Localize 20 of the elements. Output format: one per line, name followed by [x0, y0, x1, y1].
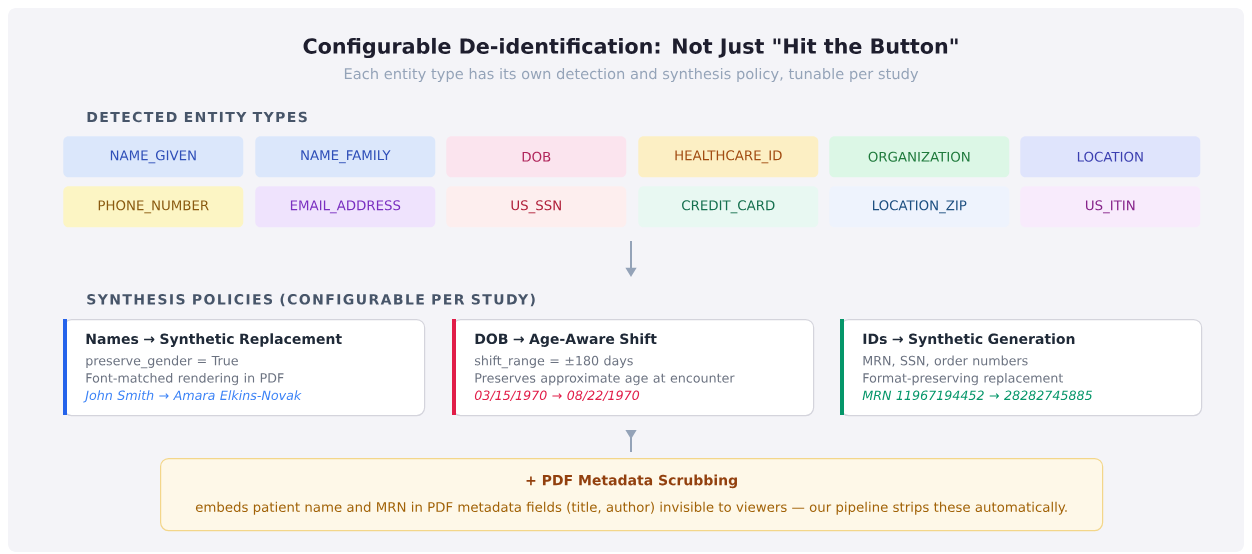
entity-box: US_SSN [446, 186, 627, 228]
entity-box: US_ITIN [1020, 186, 1201, 228]
entity-box: ORGANIZATION [829, 136, 1010, 178]
entity-box: HEALTHCARE_ID [638, 136, 819, 178]
title: Configurable De-identification: Not Just "Hit the Button" [303, 37, 958, 59]
entity-box: CREDIT_CARD [638, 186, 819, 228]
policy-card: IDs → Synthetic Generation MRN, SSN, order numbers Format-preserving replacement MRN 11967194452 → 28282745885 [840, 319, 1203, 417]
policy-card: DOB → Age-Aware Shift shift_range = ±180 days Preserves approximate age at encounter 03/15/1970 → 08/22/1970 [452, 319, 815, 417]
entity-box: NAME_FAMILY [255, 136, 436, 178]
entity-box: NAME_GIVEN [63, 136, 244, 178]
entity-box: DOB [446, 136, 627, 178]
note-box: + PDF Metadata Scrubbing embeds patient name and MRN in PDF metadata fields (title, author) invisible to viewers — our pipeline strips these automatically. [160, 458, 1104, 532]
entity-box: LOCATION [1020, 136, 1201, 178]
entity-box: LOCATION_ZIP [829, 186, 1010, 228]
section-heading: DETECTED ENTITY TYPES [87, 111, 307, 123]
policy-card: Names → Synthetic Replacement preserve_gender = True Font-matched rendering in PDF John Smith → Amara Elkins-Novak [63, 319, 426, 417]
entity-box: PHONE_NUMBER [63, 186, 244, 228]
subtitle: Each entity type has its own detection and synthesis policy, tunable per study [344, 67, 919, 83]
section-heading: SYNTHESIS POLICIES (CONFIGURABLE PER STUDY) [87, 293, 535, 307]
entity-box: EMAIL_ADDRESS [255, 186, 436, 228]
